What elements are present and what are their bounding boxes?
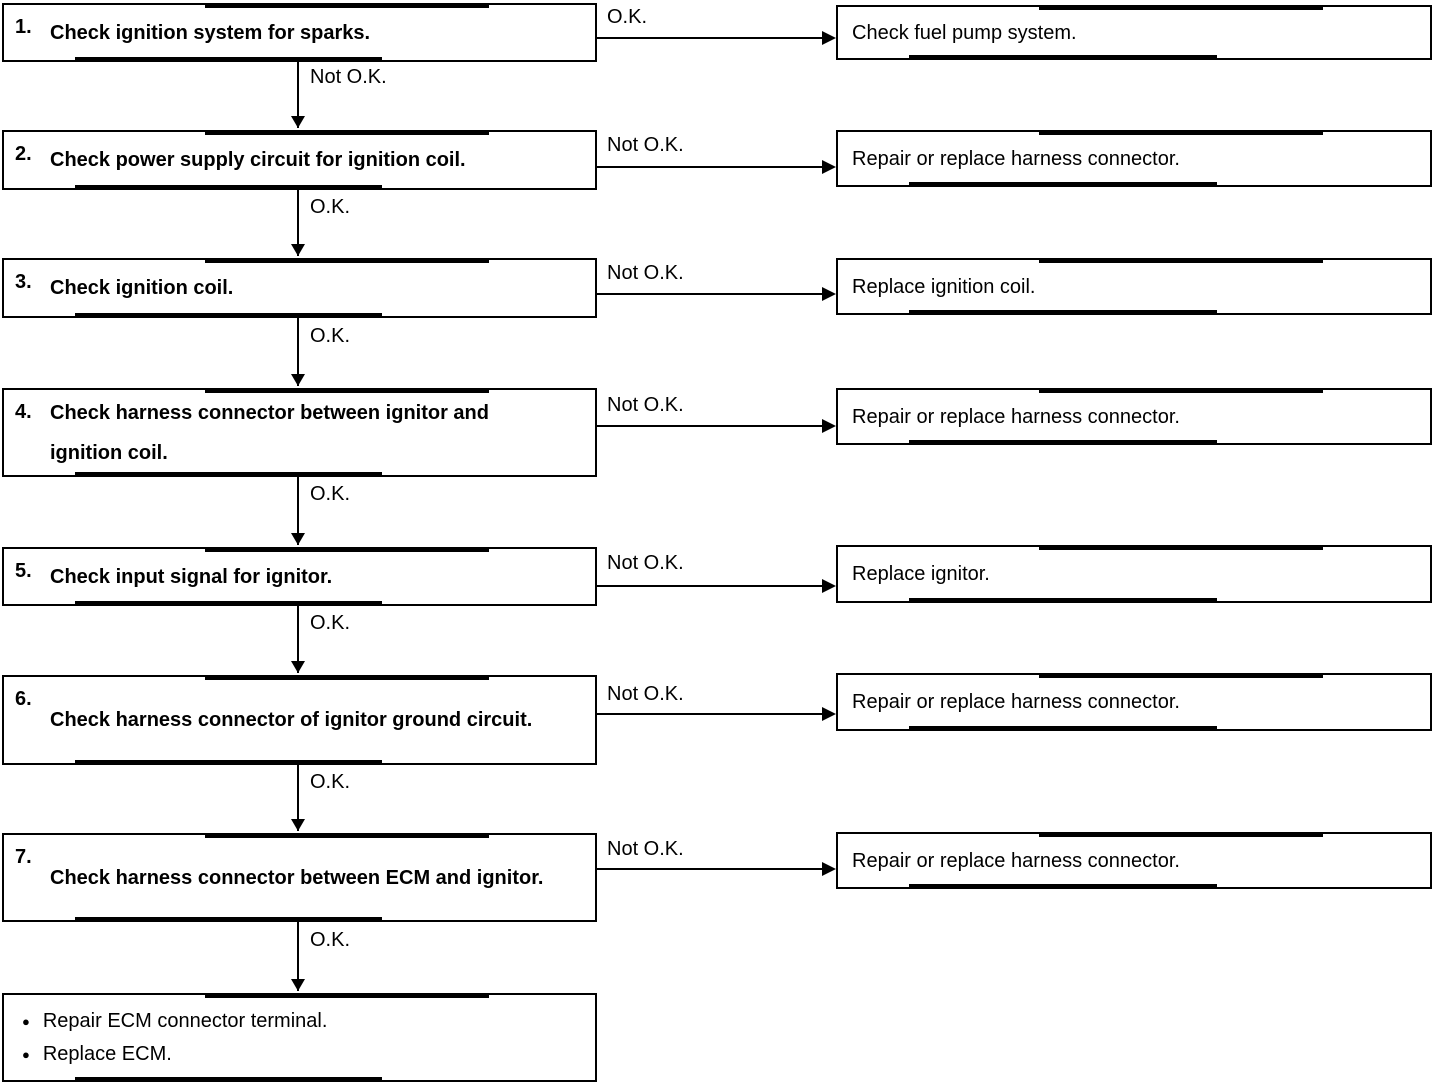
step-box-3: 3. Check ignition coil. xyxy=(2,258,597,318)
terminal-item: ● Repair ECM connector terminal. xyxy=(22,1005,575,1038)
down-label: Not O.K. xyxy=(310,66,387,88)
step-number: 5. xyxy=(15,560,32,582)
vertical-connector-line xyxy=(297,190,299,256)
step-number: 1. xyxy=(15,16,32,38)
horizontal-arrow-line xyxy=(597,37,824,39)
right-arrowhead-icon xyxy=(822,160,836,174)
down-arrowhead-icon xyxy=(291,244,305,256)
branch-label: Not O.K. xyxy=(607,262,684,284)
step-instruction: Check harness connector between ECM and … xyxy=(50,866,544,889)
branch-label: O.K. xyxy=(607,6,648,28)
right-arrowhead-icon xyxy=(822,862,836,876)
horizontal-arrow-line xyxy=(597,425,824,427)
action-box-2: Repair or replace harness connector. xyxy=(836,130,1432,187)
down-arrowhead-icon xyxy=(291,979,305,991)
down-arrowhead-icon xyxy=(291,819,305,831)
step-box-4: 4. Check harness connector between ignit… xyxy=(2,388,597,477)
action-text: Repair or replace harness connector. xyxy=(852,691,1180,713)
down-arrowhead-icon xyxy=(291,116,305,128)
action-text: Check fuel pump system. xyxy=(852,21,1077,44)
terminal-item: ● Replace ECM. xyxy=(22,1038,575,1071)
down-label: O.K. xyxy=(310,483,351,505)
bullet-icon: ● xyxy=(22,1046,30,1062)
down-label: O.K. xyxy=(310,929,351,951)
branch-label: Not O.K. xyxy=(607,134,684,156)
down-label: O.K. xyxy=(310,612,351,634)
step-instruction: Check harness connector of ignitor groun… xyxy=(50,709,533,731)
right-arrowhead-icon xyxy=(822,31,836,45)
branch-label: Not O.K. xyxy=(607,394,684,416)
horizontal-arrow-line xyxy=(597,868,824,870)
horizontal-arrow-line xyxy=(597,713,824,715)
right-arrowhead-icon xyxy=(822,419,836,433)
step-box-1: 1. Check ignition system for sparks. xyxy=(2,3,597,62)
step-box-5: 5. Check input signal for ignitor. xyxy=(2,547,597,606)
branch-label: Not O.K. xyxy=(607,552,684,574)
down-label: O.K. xyxy=(310,771,351,793)
vertical-connector-line xyxy=(297,62,299,128)
action-box-5: Replace ignitor. xyxy=(836,545,1432,603)
bullet-icon: ● xyxy=(22,1013,30,1029)
step-number: 2. xyxy=(15,143,32,165)
action-text: Repair or replace harness connector. xyxy=(852,849,1180,872)
action-box-1: Check fuel pump system. xyxy=(836,5,1432,60)
action-text: Repair or replace harness connector. xyxy=(852,147,1180,170)
step-instruction: Check ignition system for sparks. xyxy=(50,21,371,44)
terminal-item-text: Repair ECM connector terminal. xyxy=(42,1009,328,1032)
terminal-item-text: Replace ECM. xyxy=(42,1042,172,1065)
action-text: Repair or replace harness connector. xyxy=(852,405,1180,428)
step-instruction: Check power supply circuit for ignition … xyxy=(50,149,466,171)
branch-label: Not O.K. xyxy=(607,838,684,860)
action-text: Replace ignitor. xyxy=(852,563,990,585)
step-number: 4. xyxy=(15,401,32,423)
down-arrowhead-icon xyxy=(291,533,305,545)
down-label: O.K. xyxy=(310,325,351,347)
step-box-6: 6. Check harness connector of ignitor gr… xyxy=(2,675,597,765)
down-arrowhead-icon xyxy=(291,374,305,386)
step-instruction: Check ignition coil. xyxy=(50,277,234,299)
action-box-3: Replace ignition coil. xyxy=(836,258,1432,315)
step-instruction: Check harness connector between ignitor … xyxy=(50,401,489,464)
horizontal-arrow-line xyxy=(597,585,824,587)
right-arrowhead-icon xyxy=(822,707,836,721)
action-box-4: Repair or replace harness connector. xyxy=(836,388,1432,445)
vertical-connector-line xyxy=(297,922,299,991)
action-text: Replace ignition coil. xyxy=(852,275,1036,298)
action-box-6: Repair or replace harness connector. xyxy=(836,673,1432,731)
vertical-connector-line xyxy=(297,477,299,545)
action-box-7: Repair or replace harness connector. xyxy=(836,832,1432,889)
terminal-box: ● Repair ECM connector terminal. ● Repla… xyxy=(2,993,597,1082)
vertical-connector-line xyxy=(297,606,299,673)
branch-label: Not O.K. xyxy=(607,683,684,705)
right-arrowhead-icon xyxy=(822,579,836,593)
vertical-connector-line xyxy=(297,765,299,831)
step-number: 7. xyxy=(15,846,32,868)
vertical-connector-line xyxy=(297,318,299,386)
right-arrowhead-icon xyxy=(822,287,836,301)
down-label: O.K. xyxy=(310,196,351,218)
step-number: 6. xyxy=(15,688,32,710)
step-box-2: 2. Check power supply circuit for igniti… xyxy=(2,130,597,190)
horizontal-arrow-line xyxy=(597,293,824,295)
step-box-7: 7. Check harness connector between ECM a… xyxy=(2,833,597,922)
step-instruction: Check input signal for ignitor. xyxy=(50,565,333,588)
horizontal-arrow-line xyxy=(597,166,824,168)
down-arrowhead-icon xyxy=(291,661,305,673)
step-number: 3. xyxy=(15,271,32,293)
